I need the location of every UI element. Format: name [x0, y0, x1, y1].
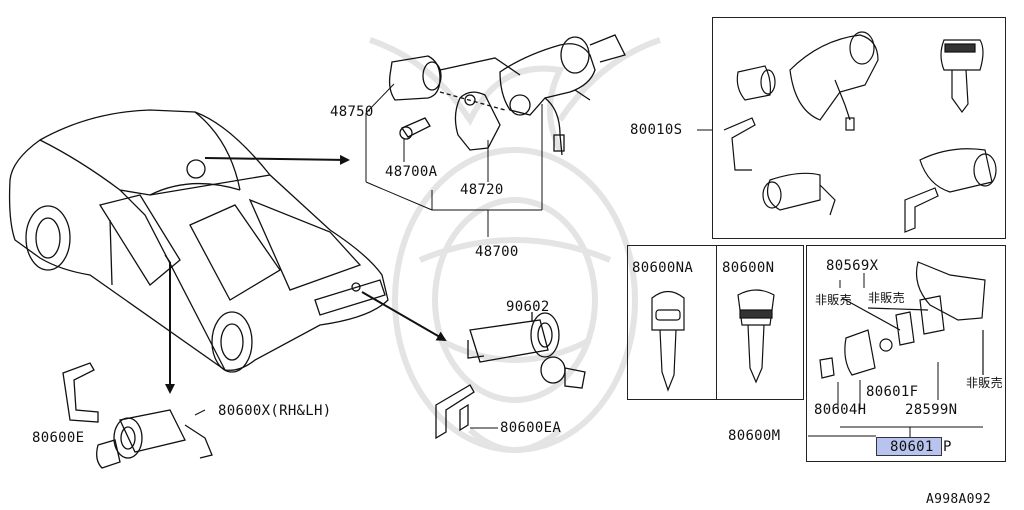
car-icon: [8, 109, 389, 373]
label-48700A: 48700A: [385, 164, 438, 180]
label-80601F: 80601F: [866, 384, 919, 400]
label-80600NA: 80600NA: [632, 260, 694, 276]
nissan-key-icon: [737, 289, 775, 384]
highlight-80601: [876, 437, 942, 456]
box-80600M: [806, 245, 1006, 462]
label-80601[interactable]: 80601: [890, 439, 934, 455]
label-hanbai-3: 非販売: [966, 376, 1003, 390]
ignition-lock-icon: [388, 34, 626, 156]
leader-lines-ignition: [365, 83, 543, 237]
trunk-lock-cylinder-icon: [467, 312, 586, 389]
label-80010S: 80010S: [630, 122, 683, 138]
label-hanbai-1: 非販売: [815, 293, 852, 307]
label-48720: 48720: [460, 182, 504, 198]
watermark-crest-icon: [369, 37, 661, 453]
box-keys: [627, 245, 804, 400]
key-set-80010S-icon: [723, 31, 997, 233]
label-48750: 48750: [330, 104, 374, 120]
nissan-key-icon: [940, 39, 984, 114]
label-80600X: 80600X(RH&LH): [218, 403, 332, 419]
label-80600E: 80600E: [32, 430, 85, 446]
bracket-80600EA-icon: [435, 384, 498, 440]
label-80600N: 80600N: [722, 260, 775, 276]
label-48700: 48700: [475, 244, 519, 260]
transponder-key-parts-icon: [819, 261, 986, 412]
key-icon: [651, 290, 685, 392]
label-80569X: 80569X: [826, 258, 879, 274]
box-keys-divider: [716, 245, 717, 400]
label-28599N: 28599N: [905, 402, 958, 418]
door-lock-cylinder-icon: [62, 362, 213, 469]
label-80604H: 80604H: [814, 402, 867, 418]
label-80601-suffix: P: [943, 439, 952, 455]
label-90602: 90602: [506, 299, 550, 315]
callout-arrows: [165, 154, 447, 394]
label-80600M: 80600M: [728, 428, 781, 444]
label-80600EA: 80600EA: [500, 420, 562, 436]
label-hanbai-2: 非販売: [868, 291, 905, 305]
box-80010S: [712, 17, 1006, 239]
figure-code: A998A092: [926, 492, 992, 507]
